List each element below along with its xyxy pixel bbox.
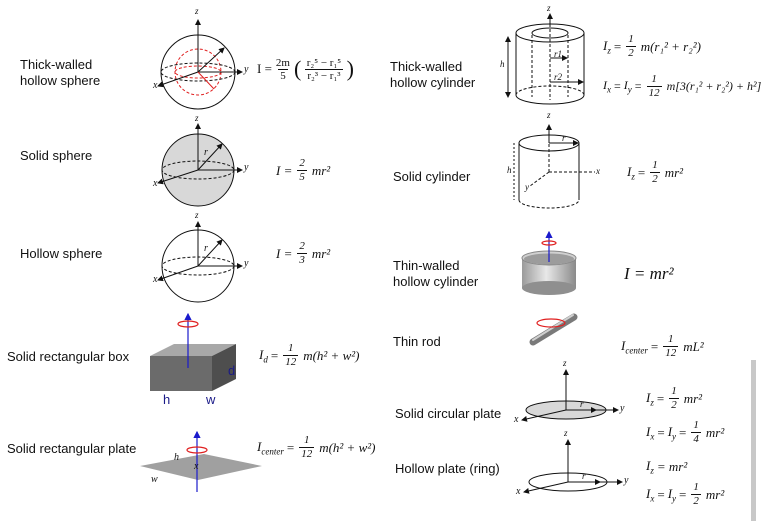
axis-z-label: z xyxy=(547,110,551,120)
label-hollow-plate-ring: Hollow plate (ring) xyxy=(395,461,500,476)
hollow-sphere-figure xyxy=(157,221,243,303)
box-h-label: h xyxy=(163,392,171,407)
axis-z-label: z xyxy=(564,428,568,438)
radius-label: r xyxy=(582,471,586,481)
axis-y-label: y xyxy=(244,258,249,269)
radius-label: r xyxy=(204,243,208,254)
axis-x-label: x xyxy=(153,178,158,189)
axis-x-label: x xyxy=(596,166,600,176)
label-thick-walled-hollow-sphere: Thick-walled hollow sphere xyxy=(20,57,101,88)
axis-x-label: x xyxy=(516,486,521,497)
plate-x-label: x xyxy=(194,461,199,472)
box-d-label: d xyxy=(228,363,236,378)
label-solid-circular-plate: Solid circular plate xyxy=(395,406,502,421)
axis-z-label: z xyxy=(195,210,199,220)
inner-radius-label: r1 xyxy=(554,49,563,59)
axis-x-label: x xyxy=(153,274,158,285)
formula-ring-plate-z: Iz = mr² xyxy=(646,458,688,476)
radius-label: r xyxy=(562,133,566,143)
ring-plate-figure xyxy=(523,439,623,494)
axis-x-label: x xyxy=(153,80,158,91)
axis-y-label: y xyxy=(244,162,249,173)
cylinder-h-label: h xyxy=(500,59,505,69)
axis-z-label: z xyxy=(195,113,199,123)
thin-cylinder-figure xyxy=(521,230,577,295)
solid-plate-figure xyxy=(140,430,262,492)
box-w-label: w xyxy=(206,392,216,407)
solid-box-figure xyxy=(150,312,236,391)
label-solid-sphere: Solid sphere xyxy=(20,148,93,163)
circular-plate-figure xyxy=(521,369,619,422)
formula-thin-cylinder: I = mr² xyxy=(624,264,674,283)
label-solid-rectangular-plate: Solid rectangular plate xyxy=(7,441,137,456)
scrollbar[interactable] xyxy=(751,360,756,521)
axis-y-label: y xyxy=(624,475,629,486)
solid-cylinder-figure xyxy=(513,124,595,209)
cylinder-h-label: h xyxy=(507,165,512,175)
label-thin-walled-hollow-cylinder: Thin-walled hollow cylinder xyxy=(393,258,479,289)
axis-z-label: z xyxy=(563,358,567,368)
axis-y-label: y xyxy=(244,64,249,75)
radius-label: r xyxy=(204,147,208,158)
solid-sphere-figure xyxy=(157,123,243,207)
axis-y-label: y xyxy=(525,182,529,192)
plate-w-label: w xyxy=(151,474,158,485)
plate-h-label: h xyxy=(174,452,179,463)
label-solid-cylinder: Solid cylinder xyxy=(393,169,471,184)
label-thick-walled-hollow-cylinder: Thick-walled hollow cylinder xyxy=(390,59,476,90)
label-solid-rectangular-box: Solid rectangular box xyxy=(7,349,130,364)
axis-z-label: z xyxy=(547,3,551,13)
axis-z-label: z xyxy=(195,6,199,16)
label-thin-rod: Thin rod xyxy=(393,334,441,349)
label-hollow-sphere: Hollow sphere xyxy=(20,246,103,261)
thick-hollow-cylinder-figure xyxy=(505,13,585,105)
radius-label: r xyxy=(580,399,584,409)
thick-hollow-sphere-figure xyxy=(157,19,243,110)
axis-x-label: x xyxy=(514,414,519,425)
thin-rod-figure xyxy=(529,313,578,346)
axis-y-label: y xyxy=(620,403,625,414)
outer-radius-label: r2 xyxy=(554,72,563,82)
